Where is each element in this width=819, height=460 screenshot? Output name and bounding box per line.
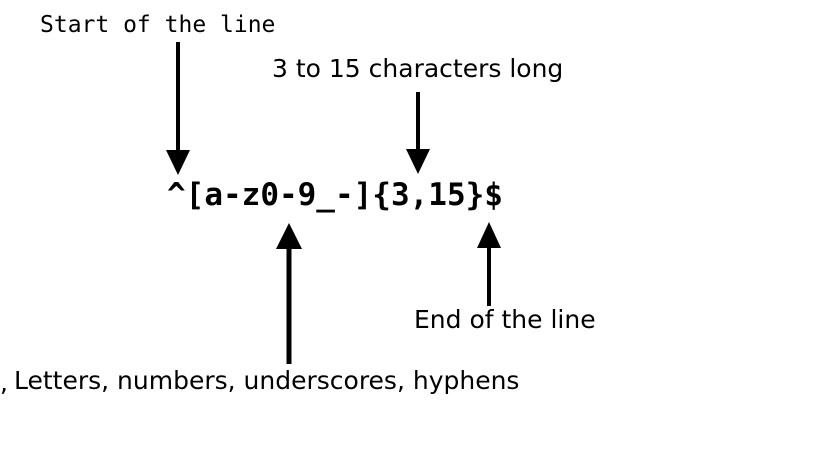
annotation-label-start-of-line: Start of the line <box>40 12 276 38</box>
annotation-label-end-of-line: End of the line <box>414 305 596 334</box>
annotation-label-character-class: Letters, numbers, underscores, hyphens <box>14 366 520 395</box>
clipped-edge-glyph: , <box>0 368 8 397</box>
annotation-label-length-quantifier: 3 to 15 characters long <box>272 54 564 83</box>
arrow-length-quantifier-icon <box>406 92 430 174</box>
arrow-end-of-line-icon <box>477 222 501 306</box>
arrow-start-of-line-icon <box>166 42 190 175</box>
arrow-character-class-icon <box>276 223 302 364</box>
regex-pattern-text: ^[a-z0-9_-]{3,15}$ <box>167 177 503 213</box>
